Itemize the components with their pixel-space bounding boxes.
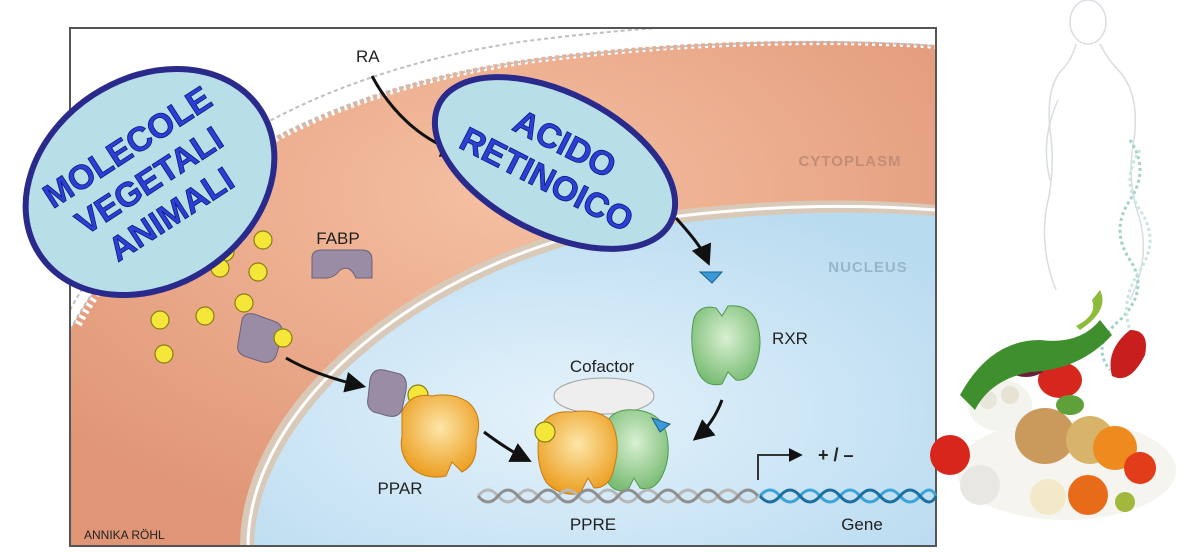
regulation-label: + / – <box>818 445 854 465</box>
cytoplasm-label: CYTOPLASM <box>799 153 902 170</box>
transcription-arrow <box>757 448 803 480</box>
rxr-protein <box>691 305 761 386</box>
rxr-to-complex-arrow <box>692 399 724 441</box>
nucleus-label: NUCLEUS <box>828 259 908 276</box>
callout-molecules: MOLECOLE VEGETALI ANIMALI <box>22 65 278 299</box>
ppar-protein <box>400 394 480 478</box>
dna-strand <box>476 488 760 504</box>
human-silhouette-illustration <box>1043 0 1145 301</box>
credit-label: ANNIKA RÖHL <box>84 528 165 542</box>
fabp-protein <box>311 249 373 279</box>
gene-label: Gene <box>841 515 883 534</box>
cofactor-label: Cofactor <box>570 357 635 376</box>
fabp-ligand-complex <box>237 313 283 363</box>
ra-label: RA <box>356 47 380 66</box>
panel-border <box>69 27 937 547</box>
dna-helix-illustration <box>1100 139 1152 371</box>
fabp-docked <box>367 369 407 417</box>
complex-ligand <box>534 421 556 443</box>
complex-ppar <box>537 410 618 495</box>
complex-ra-triangle <box>650 417 672 433</box>
gene-dna <box>758 488 938 504</box>
cell-membrane <box>70 28 936 327</box>
vegetables-illustration <box>930 290 1176 520</box>
fabp-label: FABP <box>316 229 359 248</box>
ra-to-nucleus-arrow <box>674 217 712 266</box>
rxr-label: RXR <box>772 329 808 348</box>
fabp-to-ppar-arrow <box>285 356 367 393</box>
ppar-label: PPAR <box>377 479 422 498</box>
retinoic-acid-triangle <box>698 271 724 284</box>
cofactor <box>553 377 655 415</box>
ppar-to-complex-arrow <box>483 430 532 462</box>
ppre-label: PPRE <box>570 515 616 534</box>
